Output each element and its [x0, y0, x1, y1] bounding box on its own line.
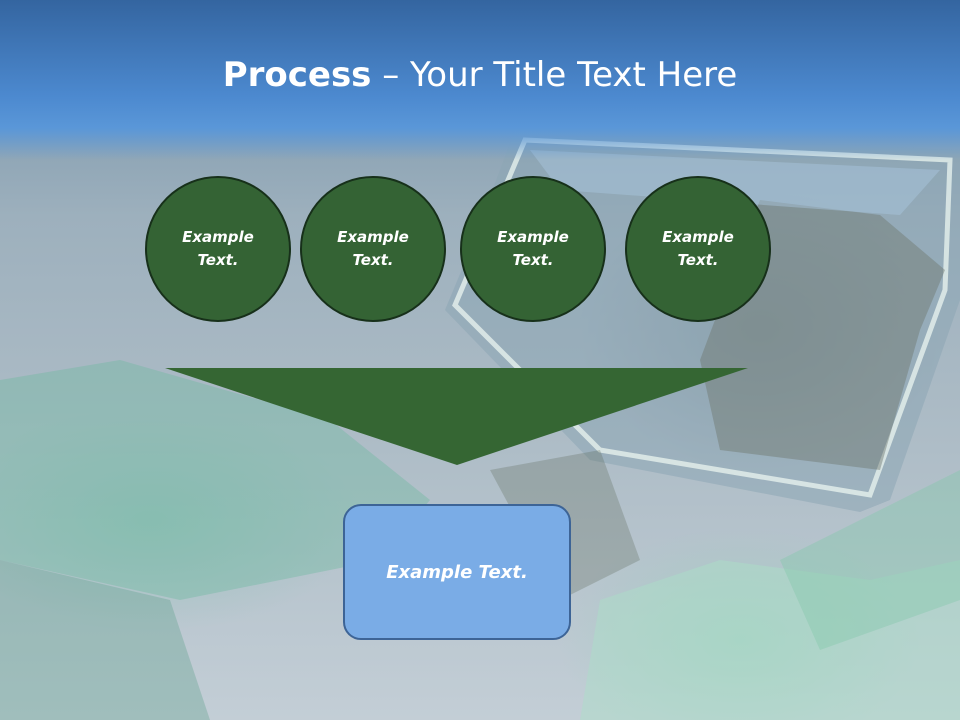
- process-result-label: Example Text.: [386, 561, 528, 583]
- down-arrow-funnel[interactable]: [165, 368, 748, 465]
- process-result-box[interactable]: Example Text.: [343, 504, 571, 640]
- slide-title[interactable]: Process – Your Title Text Here: [0, 52, 960, 98]
- process-step-2-label: Example Text.: [337, 228, 409, 269]
- process-step-3[interactable]: Example Text.: [460, 176, 606, 322]
- process-step-1-label: Example Text.: [182, 228, 254, 269]
- slide-title-bold: Process: [222, 55, 372, 95]
- process-step-2[interactable]: Example Text.: [300, 176, 446, 322]
- process-step-4-label: Example Text.: [662, 228, 734, 269]
- funnel-shape: [165, 368, 748, 465]
- title-banner: [0, 0, 960, 160]
- slide-title-rest: – Your Title Text Here: [371, 55, 738, 95]
- process-step-1[interactable]: Example Text.: [145, 176, 291, 322]
- process-step-4[interactable]: Example Text.: [625, 176, 771, 322]
- process-step-3-label: Example Text.: [497, 228, 569, 269]
